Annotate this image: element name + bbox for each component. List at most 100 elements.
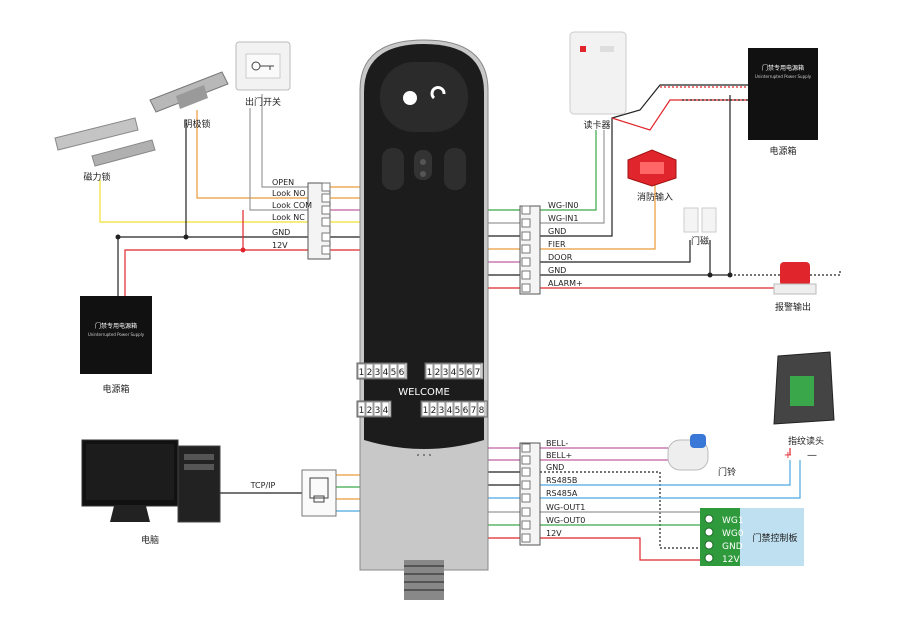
port-pin-number: 3 [375,406,381,416]
terminal-label: WG-OUT1 [546,503,585,512]
terminal-label: BELL- [546,439,568,448]
port-pin-number: 6 [463,406,469,416]
svg-text:Uninterrupted Power Supply: Uninterrupted Power Supply [755,74,812,79]
wire-ctrl-12v [540,537,700,561]
welcome-label: WELCOME [398,387,450,398]
terminal-screw [521,283,531,293]
port-pin-number: 2 [367,368,373,378]
wire-exit-button-b [249,108,308,211]
controller-terminal-label: 12V [722,555,740,565]
terminal-screw [521,507,531,517]
controller-terminal-label: WG1 [722,516,744,526]
terminal-label: GND [548,266,566,275]
terminal-label: 12V [272,241,288,250]
terminal-screw [521,455,531,465]
terminal-label: GND [548,227,566,236]
alarm-output: 报警输出 [773,262,817,313]
port-pin [421,401,430,417]
controller-terminal-label: WG0 [722,529,744,539]
fingerprint-icon [790,376,814,406]
camera-icon [403,91,417,105]
door-sensor-label: 门磁 [691,235,709,247]
lock-terminal-block [307,182,331,260]
controller-screw [704,540,714,550]
door-sensor: 门磁 [683,207,717,247]
terminal-label: Look NC [272,213,305,222]
computer: 电脑 [81,439,221,546]
port-pin [441,363,450,379]
port-pin [437,401,446,417]
terminal-screw [321,205,331,215]
terminal-screw [521,467,531,477]
sensor-icon [430,86,446,100]
terminal-label: RS485B [546,476,577,485]
port-pin-number: 6 [467,368,473,378]
controller-terminal-label: GND [722,542,743,552]
svg-text:Uninterrupted Power Supply: Uninterrupted Power Supply [88,332,145,337]
svg-text:门禁专用电源箱: 门禁专用电源箱 [95,322,137,330]
terminal-screw [521,443,531,453]
port-pin-number: 5 [455,406,461,416]
terminal-screw [521,493,531,503]
terminal-screw [321,182,331,192]
power-box-right: 门禁专用电源箱 Uninterrupted Power Supply 电源箱 [748,48,818,157]
port-pin-number: 2 [435,368,441,378]
terminal-label: Look NO [272,189,306,198]
wire-reader-12v [611,99,760,131]
wire-gnd-right [540,95,731,276]
port-pin [469,401,478,417]
port-pin-number: 4 [451,368,457,378]
wire-net-1 [336,416,363,476]
terminal-screw [521,231,531,241]
strike-lock: 阴极锁 [149,71,229,130]
fire-input: 消防输入 [627,149,677,203]
port-pin [449,363,458,379]
port-pin-number: 1 [359,406,365,416]
terminal-label: RS485A [546,489,578,498]
port-pin [461,401,470,417]
power-box-left: 门禁专用电源箱 Uninterrupted Power Supply 电源箱 [80,296,152,395]
port-pin [365,363,374,379]
card-reader-label: 读卡器 [583,119,610,131]
port-pin [453,401,462,417]
wire-reader-d1 [540,130,605,224]
computer-label: 电脑 [141,534,159,546]
doorbell: 门铃 [667,434,736,478]
mag-lock-label: 磁力锁 [83,171,110,183]
terminal-label: ALARM+ [548,279,583,288]
terminal-screw [321,232,331,242]
card-reader: 读卡器 [569,31,627,131]
power-left-caption: 电源箱 [102,383,129,395]
terminal-screw [521,205,531,215]
terminal-screw [521,257,531,267]
port-pin [445,401,454,417]
port-pin [473,363,482,379]
port-pin [389,363,398,379]
terminal-label: OPEN [272,178,294,187]
terminal-screw [521,244,531,254]
port-pin [397,363,406,379]
terminal-label: GND [546,463,564,472]
port-pin [465,363,474,379]
wire-fire-input [540,185,656,250]
terminal-label: WG-IN1 [548,214,578,223]
wire-12v-bottom [485,416,520,539]
port-pin [425,363,434,379]
port-pin [433,363,442,379]
terminal-label: FIER [548,240,566,249]
exit-button: 出门开关 [235,41,291,108]
terminal-screw [521,533,531,543]
port-pin-number: 2 [431,406,437,416]
wire-door-sensor-a [540,240,691,263]
port-pin-number: 1 [427,368,433,378]
fingerprint-label: 指纹读头 [788,435,824,447]
port-pin [477,401,486,417]
terminal-screw [321,245,331,255]
svg-text:门禁专用电源箱: 门禁专用电源箱 [762,64,804,72]
